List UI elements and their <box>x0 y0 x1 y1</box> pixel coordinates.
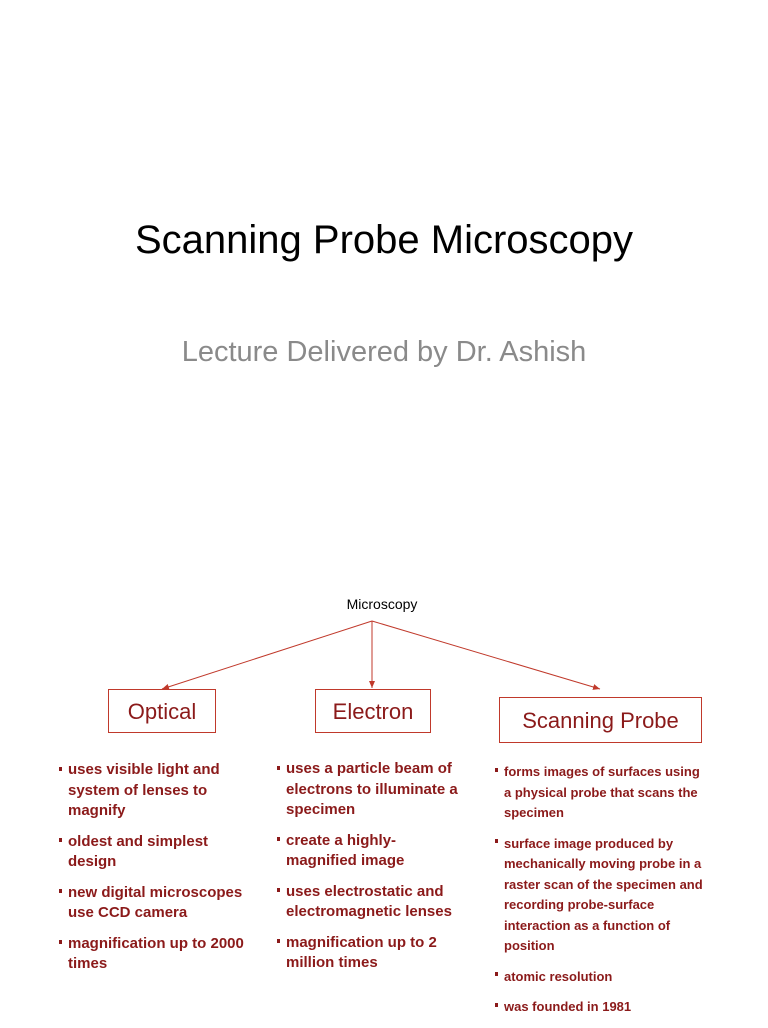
bullet-item: surface image produced by mechanically m… <box>494 834 704 957</box>
bullet-item: uses electrostatic and electromagnetic l… <box>276 882 466 923</box>
bullet-item: was founded in 1981 <box>494 997 704 1018</box>
category-label-optical: Optical <box>127 699 197 724</box>
scanning-probe-bullet-list: forms images of surfaces using a physica… <box>494 762 704 1028</box>
category-box-scanning-probe: Scanning Probe <box>499 697 702 743</box>
optical-bullet-list: uses visible light and system of lenses … <box>58 760 258 985</box>
bullet-item: magnification up to 2000 times <box>58 934 258 975</box>
slide-title: Scanning Probe Microscopy <box>134 218 634 262</box>
category-box-optical: Optical <box>108 689 216 733</box>
diagram-root-label: Microscopy <box>346 596 418 612</box>
category-label-scanning-probe: Scanning Probe <box>522 708 679 733</box>
bullet-item: oldest and simplest design <box>58 832 258 873</box>
connector-scanning-probe <box>371 620 601 690</box>
bullet-item: uses a particle beam of electrons to ill… <box>276 759 466 821</box>
bullet-item: uses visible light and system of lenses … <box>58 760 258 822</box>
category-box-electron: Electron <box>315 689 431 733</box>
slide-subtitle: Lecture Delivered by Dr. Ashish <box>181 336 587 368</box>
bullet-item: atomic resolution <box>494 967 704 988</box>
bullet-item: forms images of surfaces using a physica… <box>494 762 704 824</box>
connector-optical <box>161 620 373 690</box>
bullet-item: create a highly-magnified image <box>276 831 466 872</box>
bullet-item: new digital microscopes use CCD camera <box>58 883 258 924</box>
category-label-electron: Electron <box>332 699 414 724</box>
bullet-item: magnification up to 2 million times <box>276 933 466 974</box>
electron-bullet-list: uses a particle beam of electrons to ill… <box>276 759 466 984</box>
